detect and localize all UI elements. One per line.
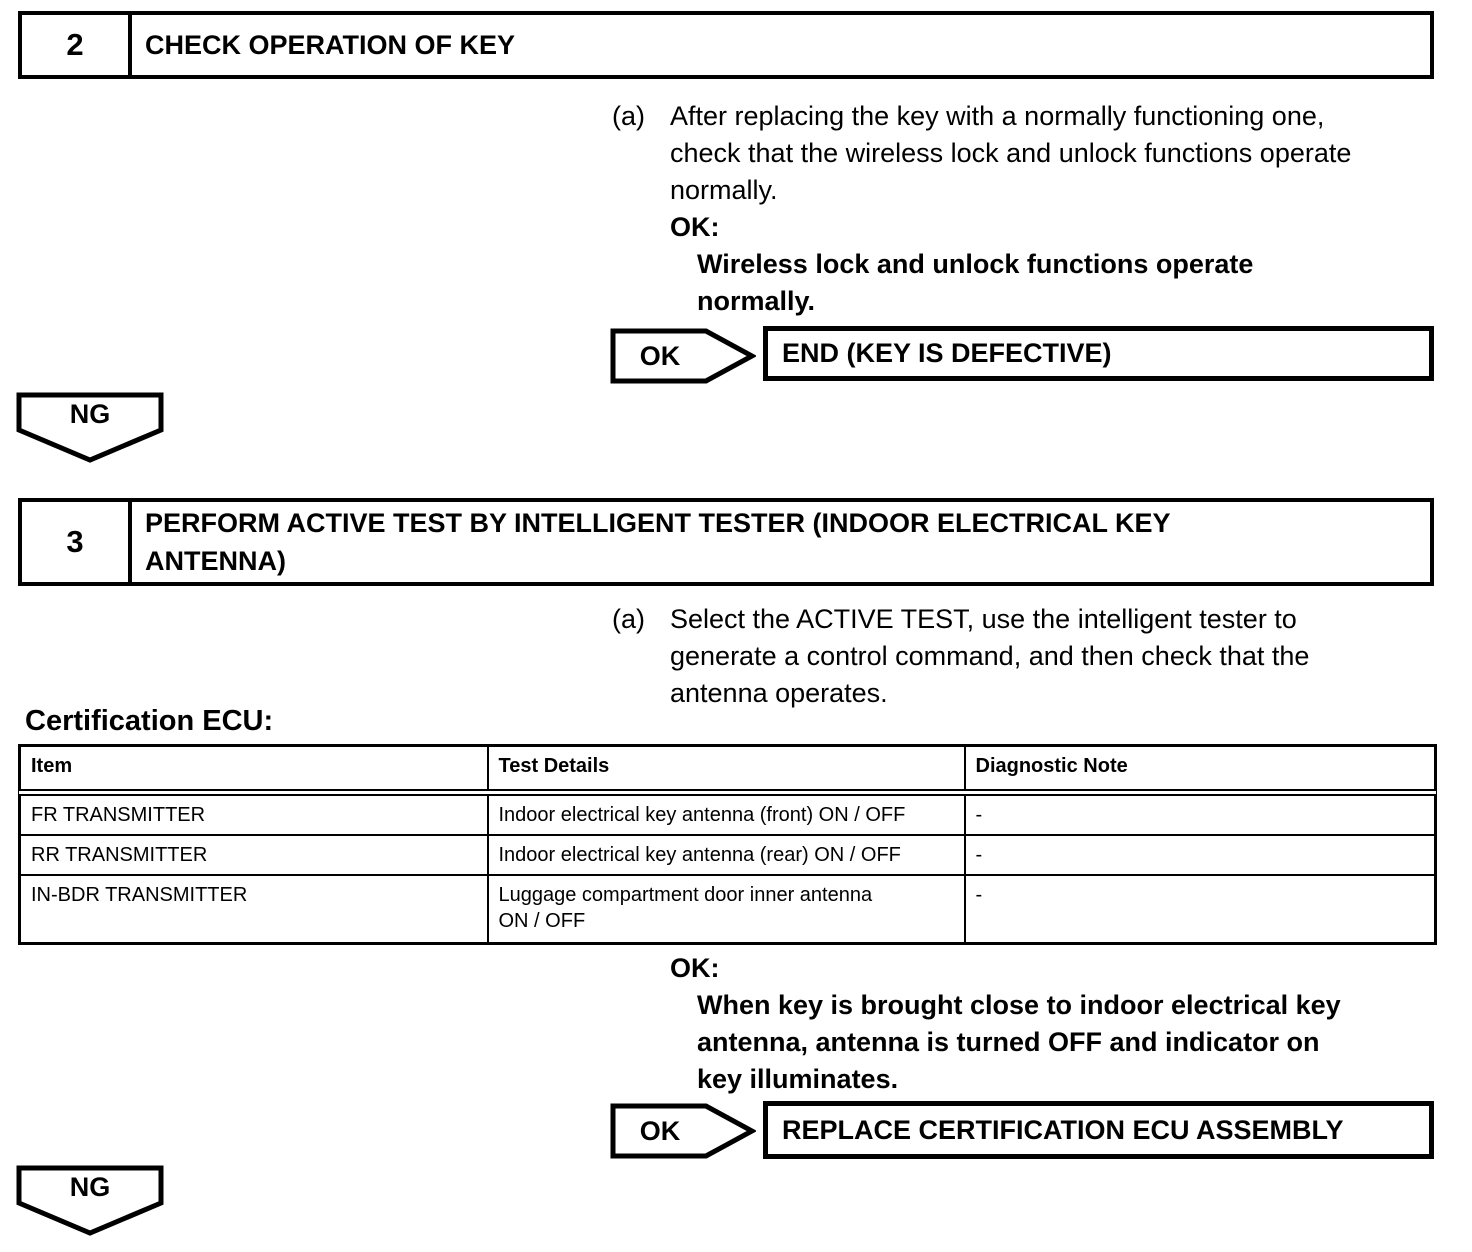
ng-arrow-icon — [16, 1165, 164, 1236]
text-line: Luggage compartment door inner antenna — [498, 884, 873, 906]
text-line: check that the wireless lock and unlock … — [670, 138, 1352, 168]
cell-test-details: Indoor electrical key antenna (front) ON… — [486, 791, 966, 836]
step-2-ok-result-text: END (KEY IS DEFECTIVE) — [782, 338, 1112, 368]
cell-item: IN-BDR TRANSMITTER — [18, 874, 489, 945]
step-3-title: PERFORM ACTIVE TEST BY INTELLIGENT TESTE… — [132, 502, 1430, 582]
ok-label: OK — [639, 1115, 681, 1146]
step-3-ok-result-text: REPLACE CERTIFICATION ECU ASSEMBLY — [782, 1114, 1344, 1145]
cell-diagnostic-note: - — [963, 791, 1437, 836]
step-3-number: 3 — [22, 502, 132, 582]
text-line: generate a control command, and then che… — [670, 641, 1310, 671]
step-2-instruction: After replacing the key with a normally … — [670, 98, 1351, 209]
step-3-title-line: PERFORM ACTIVE TEST BY INTELLIGENT TESTE… — [145, 508, 1171, 538]
ng-label: NG — [69, 398, 111, 429]
active-test-table: Item Test Details Diagnostic Note FR TRA… — [18, 744, 1437, 945]
text-line: key illuminates. — [697, 1064, 899, 1094]
step-3-ok-condition: When key is brought close to indoor elec… — [697, 987, 1341, 1098]
col-header-item: Item — [18, 744, 489, 796]
step-2-title: CHECK OPERATION OF KEY — [132, 15, 1430, 75]
text-line: antenna, antenna is turned OFF and indic… — [697, 1027, 1320, 1057]
ok-label: OK — [639, 340, 681, 371]
step-2-ok-connector: OK — [610, 328, 756, 384]
cell-test-details: Indoor electrical key antenna (rear) ON … — [486, 834, 966, 876]
col-header-diagnostic-note: Diagnostic Note — [963, 744, 1437, 796]
cell-item: RR TRANSMITTER — [18, 834, 489, 876]
step-3-ng-connector: NG — [16, 1165, 164, 1237]
step-2-instruction-label: (a) — [612, 101, 645, 131]
text-line: Select the ACTIVE TEST, use the intellig… — [670, 604, 1297, 634]
step-3-header: 3 PERFORM ACTIVE TEST BY INTELLIGENT TES… — [18, 498, 1434, 586]
col-header-test-details: Test Details — [486, 744, 966, 796]
step-3-title-line: ANTENNA) — [145, 546, 286, 576]
text-line: After replacing the key with a normally … — [670, 101, 1325, 131]
step-2-ok-heading: OK: — [670, 212, 720, 242]
table-header-row: Item Test Details Diagnostic Note — [18, 744, 1437, 796]
step-2-number: 2 — [22, 15, 132, 75]
ng-label: NG — [69, 1171, 111, 1202]
table-row: IN-BDR TRANSMITTER Luggage compartment d… — [18, 874, 1437, 945]
text-line: Wireless lock and unlock functions opera… — [697, 249, 1254, 279]
step-3-ok-connector: OK — [610, 1103, 756, 1159]
cell-diagnostic-note: - — [963, 874, 1437, 945]
step-2-title-text: CHECK OPERATION OF KEY — [145, 30, 516, 60]
text-line: normally. — [670, 175, 778, 205]
cell-item: FR TRANSMITTER — [18, 791, 489, 836]
step-2-ok-result-box: END (KEY IS DEFECTIVE) — [763, 326, 1434, 381]
step-3-ok-result-box: REPLACE CERTIFICATION ECU ASSEMBLY — [763, 1101, 1434, 1159]
cell-diagnostic-note: - — [963, 834, 1437, 876]
step-2-header: 2 CHECK OPERATION OF KEY — [18, 11, 1434, 79]
step-3-instruction-label: (a) — [612, 604, 645, 634]
step-3-ok-heading: OK: — [670, 953, 720, 983]
text-line: ON / OFF — [498, 910, 586, 932]
ng-arrow-icon — [16, 392, 164, 463]
text-line: antenna operates. — [670, 678, 888, 708]
text-line: normally. — [697, 286, 816, 316]
step-2-ok-condition: Wireless lock and unlock functions opera… — [697, 246, 1253, 320]
ok-arrow-icon — [610, 1103, 756, 1159]
table-row: RR TRANSMITTER Indoor electrical key ant… — [18, 834, 1437, 876]
step-2-ng-connector: NG — [16, 392, 164, 464]
ok-arrow-icon — [610, 328, 756, 384]
cell-test-details: Luggage compartment door inner antenna O… — [486, 874, 966, 945]
step-3-instruction: Select the ACTIVE TEST, use the intellig… — [670, 601, 1309, 712]
table-caption: Certification ECU: — [25, 705, 274, 737]
text-line: When key is brought close to indoor elec… — [697, 990, 1341, 1020]
table-row: FR TRANSMITTER Indoor electrical key ant… — [18, 791, 1437, 836]
